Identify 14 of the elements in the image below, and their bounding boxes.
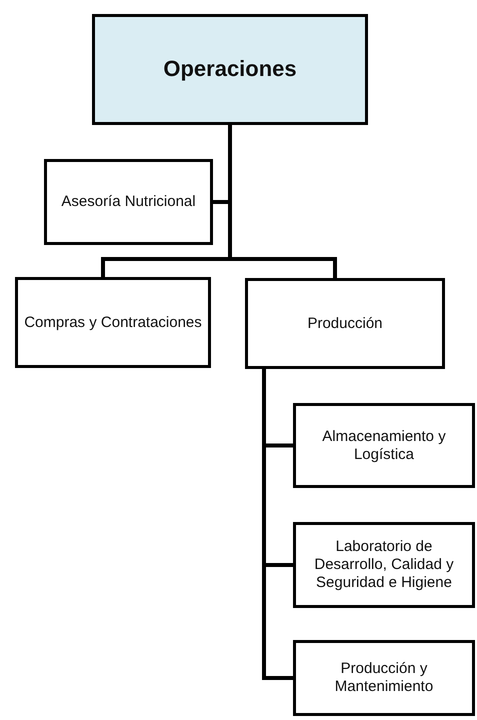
unit-box (293, 403, 475, 488)
department-box (92, 14, 368, 125)
unit-box (293, 522, 475, 608)
unit-box (245, 278, 445, 369)
unit-box (293, 640, 475, 716)
unit-name: Producción y Mantenimiento (334, 660, 434, 696)
unit-name: Laboratorio de Desarrollo, Calidad y Seguridad e Higiene (313, 538, 455, 592)
unit-name: Producción (306, 314, 384, 332)
unit-box (15, 277, 211, 368)
unit-box (44, 159, 213, 245)
unit-name: Compras y Contrataciones (23, 314, 203, 332)
unit-name: Operaciones (162, 56, 298, 83)
unit-name: Almacenamiento y Logística (321, 428, 447, 464)
unit-name: Asesoría Nutricional (60, 193, 197, 211)
